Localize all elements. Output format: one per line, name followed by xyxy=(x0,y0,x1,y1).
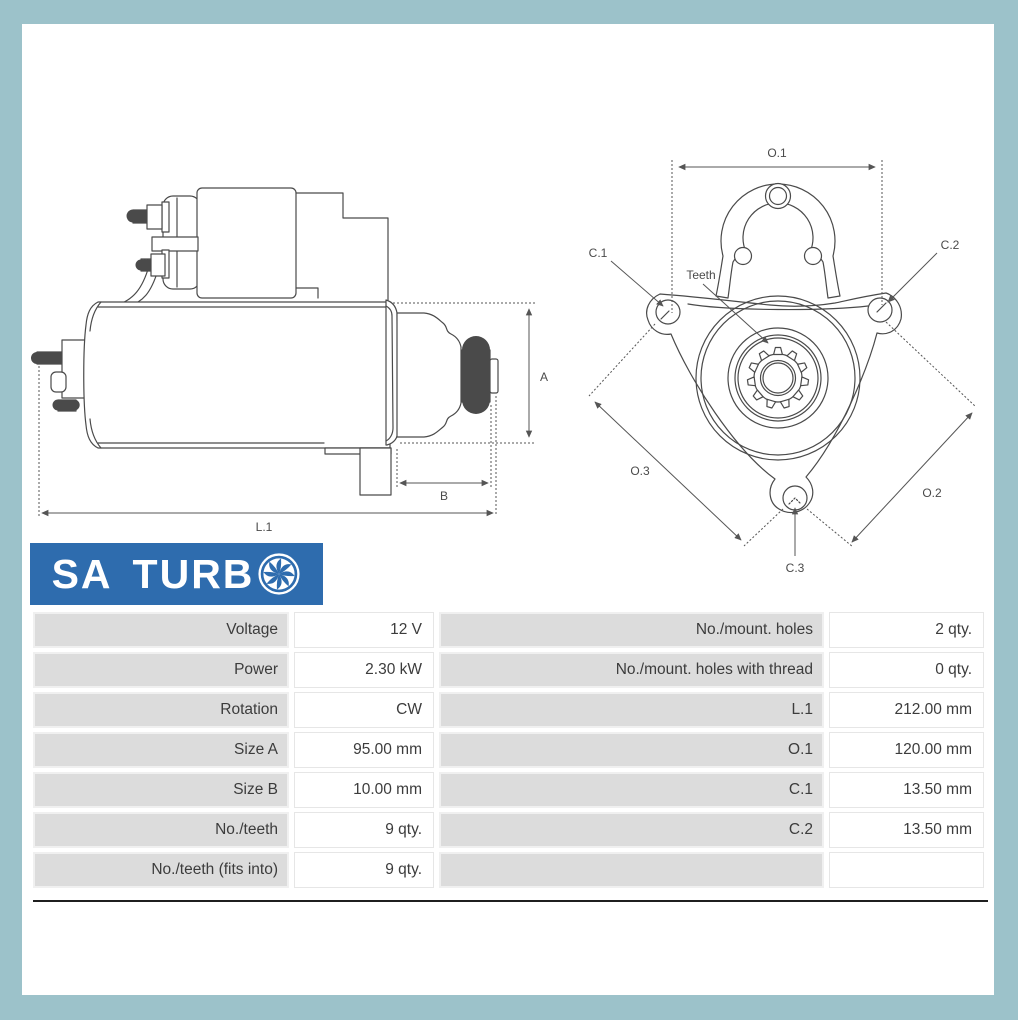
spec-label: Power xyxy=(33,652,289,688)
dim-label-o2: O.2 xyxy=(922,486,942,500)
mount-hole-c2 xyxy=(867,297,893,323)
spec-value: 9 qty. xyxy=(294,852,434,888)
brand-name: SA TURB xyxy=(52,551,302,598)
spec-label: Size B xyxy=(33,772,289,808)
dim-label-c3: C.3 xyxy=(786,561,805,575)
solenoid xyxy=(196,187,297,299)
spec-label: Size A xyxy=(33,732,289,768)
spec-value: 13.50 mm xyxy=(829,772,984,808)
turbo-fan-icon xyxy=(258,553,300,595)
leader-c1 xyxy=(610,260,664,307)
spec-value: 10.00 mm xyxy=(294,772,434,808)
spec-label xyxy=(439,852,824,888)
spec-value: 2 qty. xyxy=(829,612,984,648)
leader-c2 xyxy=(887,252,938,303)
motor-body xyxy=(83,301,391,449)
spec-label: C.2 xyxy=(439,812,824,848)
spec-label: C.1 xyxy=(439,772,824,808)
spec-label: No./teeth (fits into) xyxy=(33,852,289,888)
wire-bracket xyxy=(117,265,150,306)
spec-label: Voltage xyxy=(33,612,289,648)
starter-motor-side-view-drawing: A B L.1 xyxy=(31,187,548,534)
brand-logo-banner: SA TURB xyxy=(30,543,323,605)
spec-label: Rotation xyxy=(33,692,289,728)
spec-value xyxy=(829,852,984,888)
spec-label: L.1 xyxy=(439,692,824,728)
dim-label-l1: L.1 xyxy=(256,520,273,534)
spec-label: No./teeth xyxy=(33,812,289,848)
brand-name-turb: TURB xyxy=(132,550,255,597)
spec-label: No./mount. holes with thread xyxy=(439,652,824,688)
nose-cone xyxy=(396,312,462,438)
dim-label-b: B xyxy=(440,489,448,503)
spec-value: 95.00 mm xyxy=(294,732,434,768)
spec-value: 120.00 mm xyxy=(829,732,984,768)
mounting-foot xyxy=(359,447,392,496)
spec-value: 212.00 mm xyxy=(829,692,984,728)
spec-value: 9 qty. xyxy=(294,812,434,848)
dim-label-o1: O.1 xyxy=(767,146,787,160)
spec-value: 12 V xyxy=(294,612,434,648)
dim-label-c2: C.2 xyxy=(941,238,960,252)
dim-label-c1: C.1 xyxy=(589,246,608,260)
spec-value: CW xyxy=(294,692,434,728)
pinion-gear-front xyxy=(746,346,810,410)
teeth-label: Teeth xyxy=(686,268,715,282)
starter-motor-front-view-drawing: O.1 C.1 C.2 Teeth O.3 O.2 C.3 xyxy=(588,146,977,575)
dimension-line-o2 xyxy=(851,412,973,543)
spec-sheet-panel: A B L.1 xyxy=(22,24,994,995)
dimension-line-o3 xyxy=(594,401,742,541)
spec-table: Voltage 12 V No./mount. holes 2 qty. Pow… xyxy=(33,612,985,888)
dim-label-o3: O.3 xyxy=(630,464,650,478)
spec-label: No./mount. holes xyxy=(439,612,824,648)
brand-name-sa: SA xyxy=(51,550,113,597)
spec-value: 0 qty. xyxy=(829,652,984,688)
leader-teeth xyxy=(702,283,769,344)
dim-label-a: A xyxy=(540,370,548,384)
bottom-divider xyxy=(33,900,988,902)
top-bracket-hole xyxy=(768,186,788,206)
spec-value: 13.50 mm xyxy=(829,812,984,848)
spec-label: O.1 xyxy=(439,732,824,768)
spec-value: 2.30 kW xyxy=(294,652,434,688)
